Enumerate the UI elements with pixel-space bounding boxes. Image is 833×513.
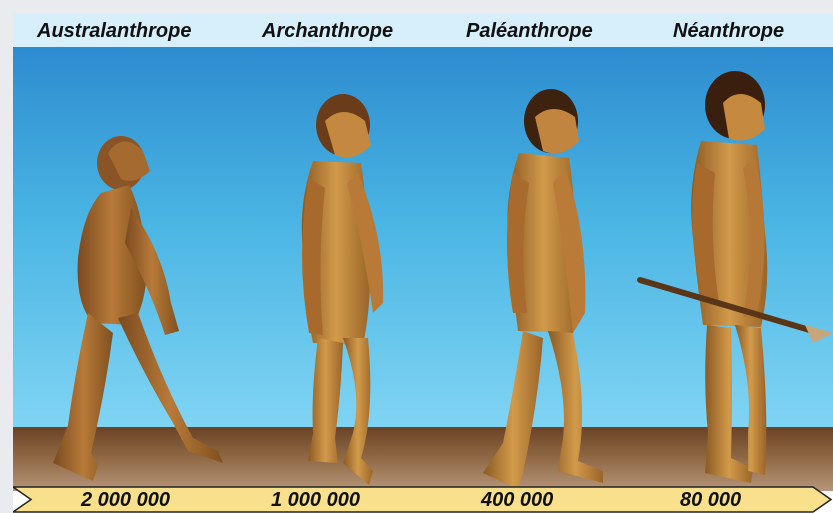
timeline-arrow: 2 000 000 1 000 000 400 000 80 000	[13, 486, 833, 513]
figure-archanthrope	[302, 94, 383, 485]
timeline-label-80000: 80 000	[680, 489, 741, 512]
figure-paleanthrope	[483, 89, 603, 489]
timeline-label-2000000: 2 000 000	[81, 489, 170, 512]
hominid-figures	[13, 13, 833, 513]
figure-neanthrope	[640, 71, 833, 483]
evolution-diagram: Australanthrope Archanthrope Paléanthrop…	[13, 13, 833, 513]
timeline-label-1000000: 1 000 000	[271, 489, 360, 512]
timeline-label-400000: 400 000	[481, 489, 553, 512]
figure-australanthrope	[53, 136, 223, 481]
